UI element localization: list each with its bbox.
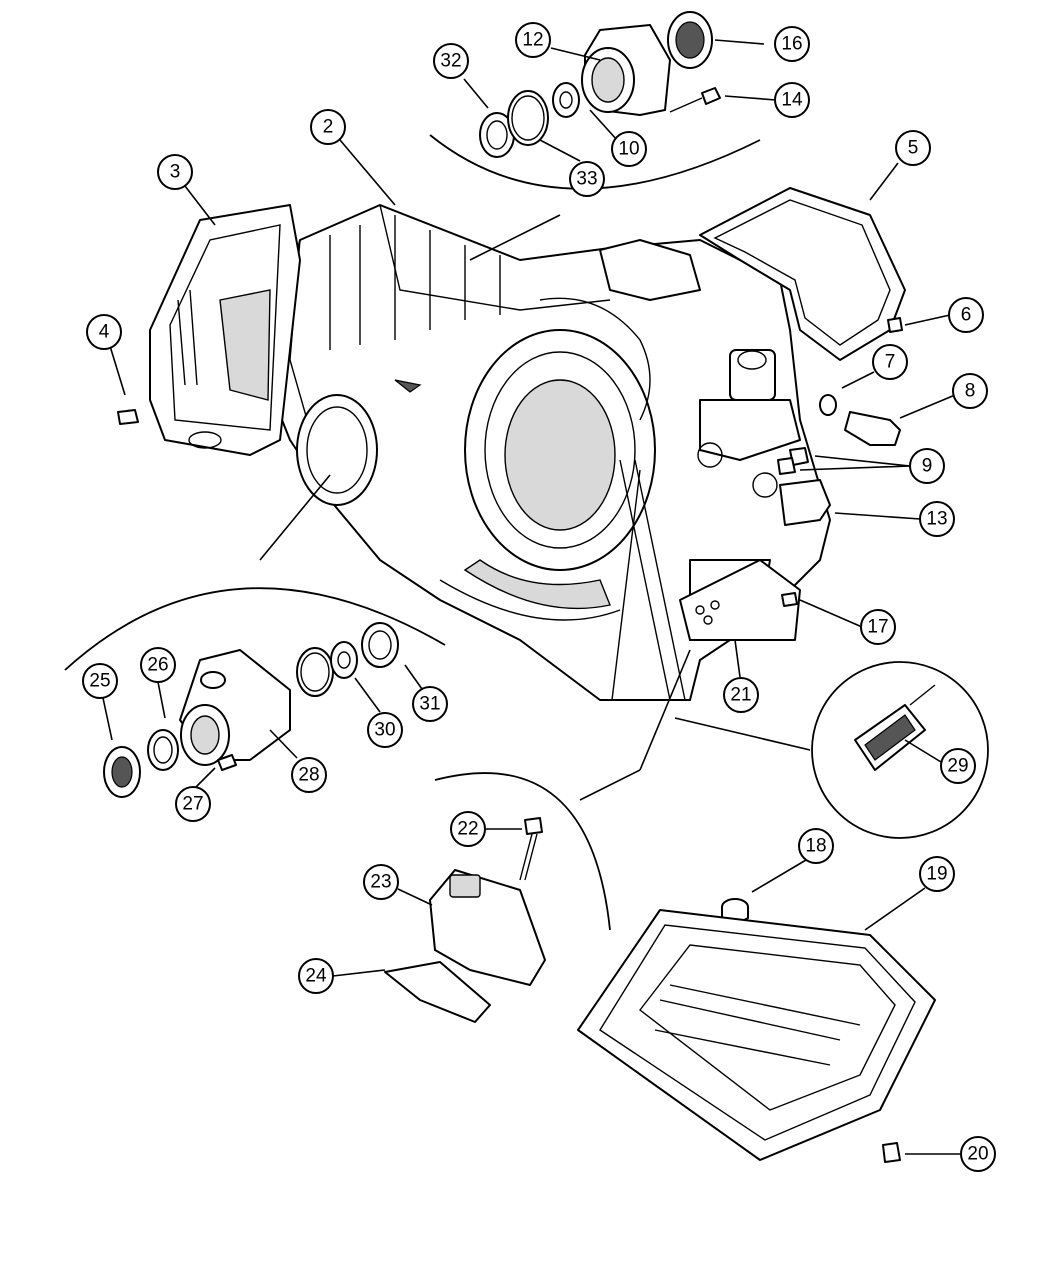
callout-12: 12: [515, 22, 551, 58]
seal-7: [819, 394, 837, 416]
gasket-5: [699, 187, 906, 361]
svg-text:6: 6: [961, 305, 972, 326]
adapter-12: [581, 24, 671, 116]
svg-text:27: 27: [182, 794, 203, 815]
callout-13: 13: [919, 501, 955, 537]
seal-25: [103, 746, 141, 798]
callout-6: 6: [948, 297, 984, 333]
o-ring-28: [296, 647, 334, 697]
callout-2: 2: [310, 109, 346, 145]
svg-text:9: 9: [922, 456, 933, 477]
fitting-6: [887, 317, 903, 333]
inset-circle-29: [811, 661, 989, 839]
solenoid-23: [429, 869, 546, 986]
gasket-3: [149, 204, 301, 456]
callout-30: 30: [367, 712, 403, 748]
callout-16: 16: [774, 26, 810, 62]
leader-lines: [102, 39, 960, 1155]
svg-text:3: 3: [170, 162, 181, 183]
svg-text:2: 2: [323, 117, 334, 138]
callout-19: 19: [919, 856, 955, 892]
callout-32: 32: [433, 43, 469, 79]
callout-23: 23: [363, 864, 399, 900]
svg-text:20: 20: [967, 1144, 988, 1165]
callout-14: 14: [774, 82, 810, 118]
svg-text:30: 30: [374, 720, 395, 741]
svg-text:28: 28: [298, 765, 319, 786]
callout-25: 25: [82, 663, 118, 699]
svg-text:21: 21: [730, 685, 751, 706]
callout-29: 29: [940, 748, 976, 784]
filter-29: [854, 684, 936, 771]
callout-7: 7: [872, 344, 908, 380]
gasket-24: [384, 961, 491, 1023]
callout-33: 33: [569, 161, 605, 197]
svg-text:26: 26: [147, 655, 168, 676]
svg-text:29: 29: [947, 756, 968, 777]
svg-text:12: 12: [522, 30, 543, 51]
callout-8: 8: [952, 373, 988, 409]
svg-text:22: 22: [457, 819, 478, 840]
svg-text:19: 19: [926, 864, 947, 885]
sensor-13: [779, 479, 831, 526]
callout-24: 24: [298, 958, 334, 994]
washer-30: [330, 641, 358, 679]
fittings-9: [777, 447, 809, 475]
callout-27: 27: [175, 786, 211, 822]
svg-text:10: 10: [618, 139, 639, 160]
seal-32: [479, 112, 515, 158]
svg-text:24: 24: [305, 966, 327, 987]
seal-16: [667, 11, 713, 69]
svg-text:17: 17: [867, 617, 888, 638]
svg-text:4: 4: [99, 322, 110, 343]
svg-text:23: 23: [370, 872, 391, 893]
callout-3: 3: [157, 154, 193, 190]
callout-9: 9: [909, 448, 945, 484]
bottom-inset-arc: [434, 772, 611, 931]
svg-text:8: 8: [965, 381, 976, 402]
bearing-26: [147, 729, 179, 771]
svg-text:5: 5: [908, 138, 919, 159]
svg-text:25: 25: [89, 671, 110, 692]
svg-text:32: 32: [440, 51, 461, 72]
drain-plug-20: [882, 1142, 901, 1163]
o-ring-33: [507, 90, 549, 146]
seal-31: [361, 622, 399, 668]
callout-22: 22: [450, 811, 486, 847]
valve-body-21: [679, 559, 801, 641]
svg-text:14: 14: [781, 90, 803, 111]
callout-26: 26: [140, 647, 176, 683]
svg-text:7: 7: [885, 352, 896, 373]
svg-text:16: 16: [781, 34, 802, 55]
svg-text:33: 33: [576, 169, 597, 190]
svg-text:31: 31: [419, 694, 440, 715]
bolt-27: [217, 754, 237, 771]
fitting-4: [117, 409, 139, 425]
plug-18: [721, 898, 749, 923]
callout-5: 5: [895, 130, 931, 166]
callout-20: 20: [960, 1136, 996, 1172]
bolt-14: [669, 87, 721, 113]
bolt-17: [781, 592, 798, 607]
callout-17: 17: [860, 609, 896, 645]
left-inset-arc: [64, 587, 446, 671]
washer-10: [552, 82, 580, 118]
callout-21: 21: [723, 677, 759, 713]
sensor-8: [844, 411, 901, 446]
oil-pan-19: [577, 909, 936, 1161]
svg-text:13: 13: [926, 509, 947, 530]
callout-28: 28: [291, 757, 327, 793]
callout-31: 31: [412, 686, 448, 722]
extension-housing-28: [179, 649, 291, 766]
svg-text:18: 18: [805, 836, 826, 857]
callout-18: 18: [798, 828, 834, 864]
bolt-22: [519, 817, 543, 881]
callout-10: 10: [611, 131, 647, 167]
callout-4: 4: [86, 314, 122, 350]
